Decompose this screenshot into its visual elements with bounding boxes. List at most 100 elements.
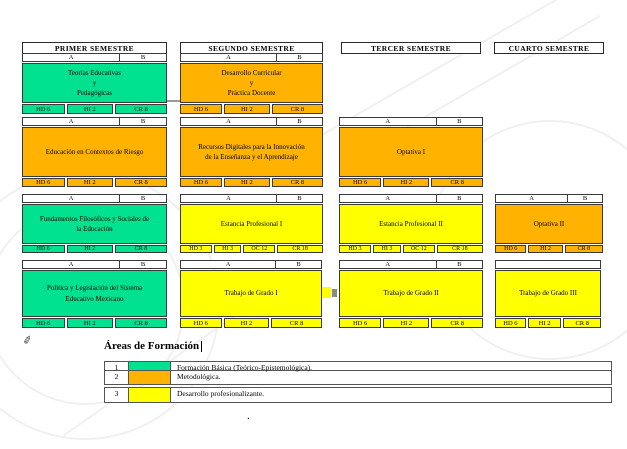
column-a-label: A [340,195,437,202]
footnote-dot: . [247,410,250,422]
credit-cell: HD 6 [180,104,222,114]
credits-row: HD 6 HI 2 CR 8 [495,318,601,328]
credits-row: HD 3 HI 3 OC 12 CR 18 [339,245,484,253]
column-b-label: B [140,54,146,61]
legend-color-swatch [129,388,171,402]
legend-color-swatch [129,371,171,384]
credit-cell: CR 8 [115,318,167,328]
credit-cell: HI 3 [372,245,401,253]
credit-cell: HI 2 [383,178,430,187]
semester-header-label: CUARTO SEMESTRE [508,43,590,53]
column-a-label: A [496,195,569,202]
course-card-teorias-educativas: A B Teorías Educativas y Pedagógicas HD … [22,53,167,114]
credit-cell: HD 3 [339,245,371,253]
column-b-label: B [140,261,146,268]
column-b-label: B [297,118,302,125]
credits-row: HD 6 HI 2 CR 8 [495,245,604,253]
credits-row: HD 6 HI 2 CR 8 [22,245,167,253]
credit-cell: HI 2 [223,318,270,328]
legend-row: 2 Metodológica. [104,370,612,385]
semester-header-label: TERCER SEMESTRE [371,43,451,53]
column-b-label: B [457,118,462,125]
column-a-label: A [23,195,121,202]
semester-header-label: PRIMER SEMESTRE [54,43,135,53]
legend-title: Áreas de Formación [104,340,200,352]
course-title: Política y Legislación del Sistema Educa… [22,270,167,317]
legend-row-label: Formación Básica (Teórico-Epistemológica… [177,363,313,372]
column-b-label: B [296,261,301,268]
column-b-label: B [140,118,146,125]
column-b-label: B [140,195,146,202]
course-title: Desarrollo Curricular y Práctica Docente [180,63,323,103]
credits-row: HD 6 HI 2 CR 8 [22,318,167,328]
course-card-optativa-2: A B Optativa II HD 6 HI 2 CR 8 [495,194,604,253]
credit-cell: CR 8 [431,178,483,187]
course-title: Optativa II [495,204,603,244]
credit-cell: HI 2 [223,178,270,187]
credit-cell: CR 8 [115,178,167,187]
scribble-mark: ✐ [21,333,34,348]
ab-header: A B [180,194,323,203]
column-a-label: A [23,261,121,268]
legend-table: 1 Formación Básica (Teórico-Epistemológi… [104,361,612,403]
course-title: Recursos Digitales para la Innovación de… [180,127,323,177]
course-title: Educación en Contextos de Riesgo [22,127,167,177]
credits-row: HD 6 HI 2 CR 8 [22,104,167,114]
credit-cell: HD 6 [495,318,526,328]
legend-row: 3 Desarrollo profesionalizante. [104,387,612,403]
ab-header: A B [22,194,167,203]
credit-cell: CR 8 [431,318,483,328]
ab-header: A B [180,117,323,126]
credit-cell: CR 18 [277,245,323,253]
column-a-label: A [181,118,277,125]
ab-header: A B [495,194,603,203]
course-card-desarrollo-curricular: A B Desarrollo Curricular y Práctica Doc… [180,53,323,114]
credit-cell: CR 8 [271,178,323,187]
credit-cell: CR 8 [271,104,323,114]
legend-row-number: 2 [105,371,129,384]
semester-header-label: SEGUNDO SEMESTRE [208,43,295,53]
credit-cell: HI 2 [66,178,114,187]
legend: Áreas de Formación 1 Formación Básica (T… [104,340,612,403]
credit-cell: HI 2 [66,245,114,253]
course-card-optativa-1: A B Optativa I HD 6 HI 2 CR 8 [339,117,483,187]
credit-cell: OC 12 [243,245,276,253]
course-title: Estancia Profesional I [180,204,323,244]
ab-header: A B [339,194,483,203]
course-title: Trabajo de Grado I [180,270,322,317]
course-card-trabajo-grado-1: A B Trabajo de Grado I HD 6 HI 2 CR 8 [180,260,322,328]
course-title: Trabajo de Grado III [495,270,601,317]
credit-cell: CR 8 [271,318,322,328]
credit-cell: HD 3 [180,245,212,253]
course-card-trabajo-grado-2: A B Trabajo de Grado II HD 6 HI 2 CR 8 [339,260,483,328]
course-title: Trabajo de Grado II [339,270,483,317]
ab-header: A B [22,260,167,269]
column-b-label: B [457,261,462,268]
legend-row: 1 Formación Básica (Teórico-Epistemológi… [104,361,612,372]
credit-cell: HI 2 [527,318,562,328]
connector-line [166,100,181,102]
credits-row: HD 6 HI 2 CR 8 [339,178,483,187]
credit-cell: HD 6 [22,178,65,187]
column-a-label: A [340,118,437,125]
legend-row-number: 1 [105,362,129,372]
course-card-estancia-profesional-2: A B Estancia Profesional II HD 3 HI 3 OC… [339,194,484,253]
text-cursor [201,340,203,352]
credit-cell: HD 6 [22,104,65,114]
credit-cell: HI 2 [66,104,114,114]
credit-cell: CR 8 [564,245,604,253]
credits-row: HD 6 HI 2 CR 8 [180,104,323,114]
ab-header: A B [22,53,167,62]
column-a-label: A [181,195,277,202]
credit-cell: CR 8 [563,318,601,328]
column-a-label: A [23,118,121,125]
legend-row-label: Metodológica. [177,372,221,381]
column-b-label [566,261,600,268]
credit-cell: HI 3 [213,245,242,253]
semester-header-4: CUARTO SEMESTRE [494,42,604,54]
credit-cell: HI 2 [66,318,114,328]
ab-header: A B [22,117,167,126]
course-card-fundamentos-filosoficos: A B Fundamentos Filosóficos y Sociales d… [22,194,167,253]
course-card-recursos-digitales: A B Recursos Digitales para la Innovació… [180,117,323,187]
